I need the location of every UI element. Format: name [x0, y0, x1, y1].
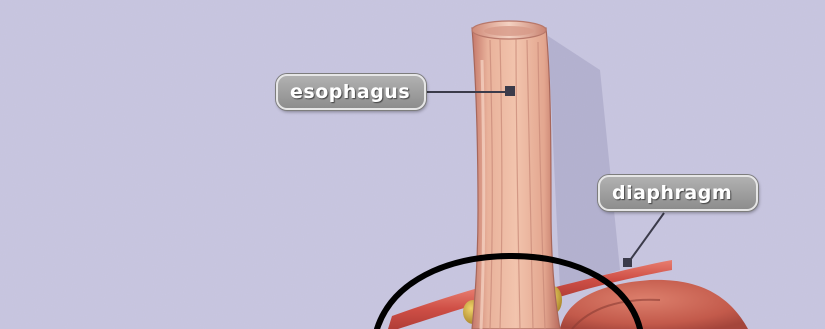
- esophagus-label: esophagus: [276, 74, 426, 110]
- esophagus-marker: [505, 86, 515, 96]
- diaphragm-marker: [623, 258, 632, 267]
- diaphragm-label: diaphragm: [598, 175, 758, 211]
- esophagus-lumen: [484, 26, 534, 36]
